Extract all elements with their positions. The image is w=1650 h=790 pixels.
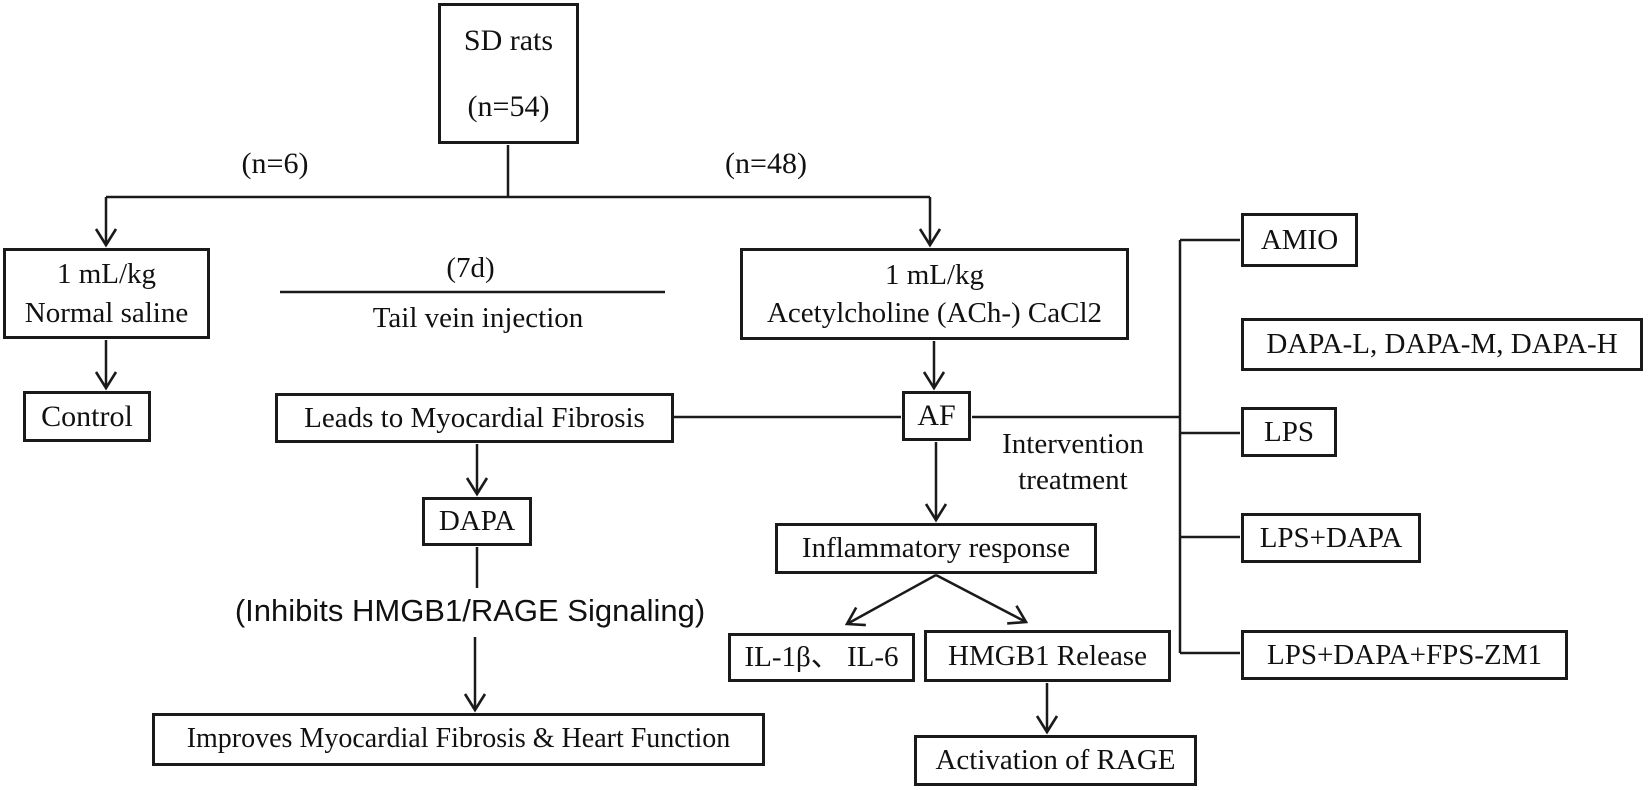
dapa-l-m-h-box: DAPA-L, DAPA-M, DAPA-H: [1241, 318, 1643, 371]
normal-saline-box: 1 mL/kg Normal saline: [3, 248, 210, 339]
intervention-line1: Intervention: [1002, 428, 1144, 460]
improves-fibrosis-heart-function-box: Improves Myocardial Fibrosis & Heart Fun…: [152, 713, 765, 766]
lps-dapa-fps-zm1-box: LPS+DAPA+FPS-ZM1: [1241, 630, 1568, 680]
sd-rats-line2: (n=54): [467, 89, 550, 123]
control-box: Control: [23, 391, 151, 442]
duration-7d-label: (7d): [446, 252, 495, 284]
lps-box: LPS: [1241, 407, 1337, 457]
n48-label: (n=48): [725, 147, 807, 180]
dapa-box: DAPA: [422, 497, 532, 546]
lps-dapa-box: LPS+DAPA: [1241, 513, 1421, 563]
n6-label: (n=6): [241, 147, 309, 180]
ach-line2: Acetylcholine (ACh-) CaCl2: [766, 297, 1103, 329]
sd-rats-box: SD rats (n=54): [438, 3, 579, 144]
normal-saline-line2: Normal saline: [24, 296, 189, 329]
leads-to-myocardial-fibrosis-box: Leads to Myocardial Fibrosis: [275, 393, 674, 443]
intervention-treatment-label: Intervention treatment: [973, 426, 1173, 498]
acetylcholine-cacl2-box: 1 mL/kg Acetylcholine (ACh-) CaCl2: [740, 248, 1129, 340]
sd-rats-line1: SD rats: [463, 23, 554, 57]
il1b-il6-box: IL-1β、 IL-6: [728, 633, 915, 682]
activation-of-rage-box: Activation of RAGE: [914, 735, 1197, 786]
af-box: AF: [902, 391, 971, 441]
ach-line1: 1 mL/kg: [884, 258, 985, 291]
normal-saline-line1: 1 mL/kg: [56, 258, 157, 291]
inflammatory-response-box: Inflammatory response: [775, 523, 1097, 574]
amio-box: AMIO: [1241, 213, 1358, 267]
inhibits-hmgb1-rage-signaling-label: (Inhibits HMGB1/RAGE Signaling): [234, 593, 706, 628]
tail-vein-injection-label: Tail vein injection: [372, 302, 584, 334]
intervention-line2: treatment: [1018, 464, 1128, 496]
hmgb1-release-box: HMGB1 Release: [924, 630, 1171, 682]
